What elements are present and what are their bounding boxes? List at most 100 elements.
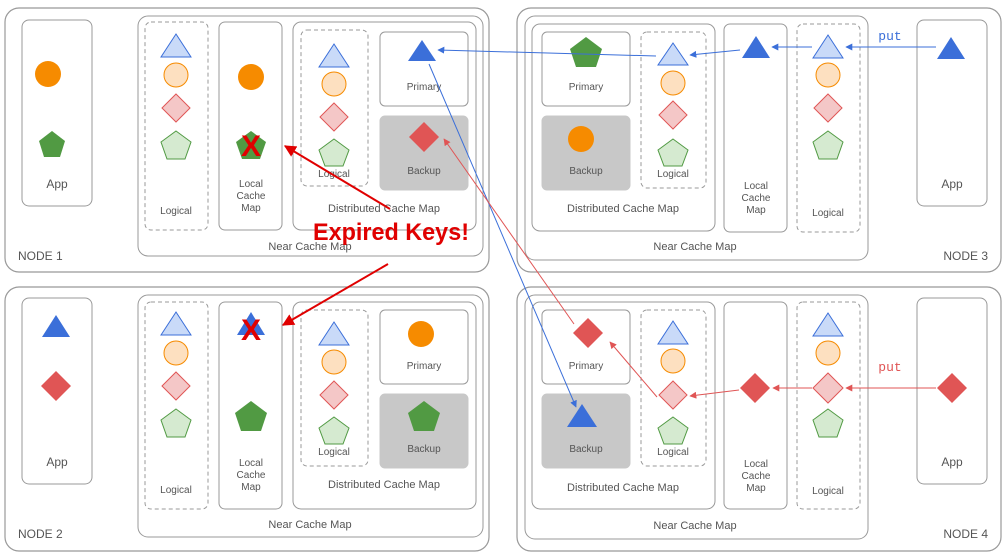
faded-diamond-icon (319, 380, 349, 410)
faded-pentagon-icon (318, 416, 350, 445)
logical-label: Logical (160, 206, 192, 217)
faded-pentagon-icon (160, 130, 192, 160)
blue-triangle-icon (408, 40, 436, 61)
faded-pentagon-icon (318, 138, 350, 167)
faded-circle-icon (321, 71, 347, 97)
app-label: App (941, 455, 963, 469)
faded-circle-icon (163, 340, 189, 366)
expired-x-mark: X (241, 314, 261, 347)
green-pentagon-icon (570, 37, 602, 67)
backup-label: Backup (407, 166, 441, 177)
near-cache-label: Near Cache Map (653, 520, 736, 532)
blue-triangle-icon (42, 315, 70, 337)
red-diamond-icon (573, 318, 603, 348)
blue-triangle-icon (937, 37, 965, 59)
app-label: App (941, 177, 963, 191)
node-label: NODE 1 (18, 249, 63, 263)
red-diamond-icon (740, 373, 770, 403)
logical-label: Logical (160, 485, 192, 496)
faded-pentagon-icon (160, 408, 192, 438)
logical-label: Logical (318, 447, 350, 458)
faded-diamond-icon (658, 100, 688, 130)
logical-label: Logical (812, 486, 844, 497)
node-label: NODE 3 (943, 249, 988, 263)
cache-label: Cache (237, 470, 266, 481)
node-1: NODE 1 App Near Cache Map Logical X Loca… (4, 7, 490, 273)
faded-triangle-icon (657, 42, 689, 66)
put-label: put (878, 29, 901, 44)
faded-triangle-icon (812, 312, 844, 337)
faded-diamond-icon (813, 93, 843, 123)
backup-label: Backup (569, 166, 603, 177)
put-flow-red (443, 138, 936, 399)
faded-triangle-icon (318, 43, 350, 68)
primary-label: Primary (569, 361, 603, 372)
logical-label: Logical (657, 447, 689, 458)
logical-label: Logical (812, 208, 844, 219)
faded-circle-icon (163, 62, 189, 88)
red-diamond-icon (409, 122, 439, 152)
faded-circle-icon (815, 340, 841, 366)
faded-pentagon-icon (812, 408, 844, 438)
faded-diamond-icon (161, 93, 191, 123)
faded-pentagon-icon (812, 130, 844, 160)
near-cache-label: Near Cache Map (268, 519, 351, 531)
primary-label: Primary (407, 82, 441, 93)
primary-label: Primary (407, 361, 441, 372)
green-pentagon-icon (39, 131, 65, 157)
green-pentagon-icon (408, 401, 440, 431)
green-pentagon-icon (235, 401, 267, 431)
faded-triangle-icon (160, 33, 192, 58)
local-label: Local (744, 181, 768, 192)
distributed-cache-label: Distributed Cache Map (567, 203, 679, 215)
backup-label: Backup (569, 444, 603, 455)
orange-circle-icon (568, 126, 594, 152)
red-diamond-icon (41, 371, 71, 401)
faded-triangle-icon (812, 34, 844, 59)
local-label: Local (744, 459, 768, 470)
faded-pentagon-icon (657, 416, 689, 445)
primary-label: Primary (569, 82, 603, 93)
faded-diamond-icon (161, 371, 191, 401)
faded-diamond-icon (812, 372, 844, 404)
map-label: Map (241, 482, 261, 493)
put-label: put (878, 360, 901, 375)
cache-label: Cache (742, 193, 771, 204)
orange-circle-icon (238, 64, 264, 90)
faded-triangle-icon (318, 321, 350, 346)
orange-circle-icon (408, 321, 434, 347)
distributed-cache-label: Distributed Cache Map (567, 482, 679, 494)
blue-triangle-icon (567, 404, 597, 427)
local-label: Local (239, 179, 263, 190)
logical-label: Logical (657, 169, 689, 180)
local-label: Local (239, 458, 263, 469)
cache-label: Cache (742, 471, 771, 482)
node-3: NODE 3 Near Cache Map Distributed Cache … (516, 7, 1002, 273)
app-label: App (46, 455, 68, 469)
cache-label: Cache (237, 191, 266, 202)
distributed-cache-label: Distributed Cache Map (328, 203, 440, 215)
map-label: Map (746, 205, 766, 216)
faded-pentagon-icon (657, 138, 689, 167)
green-pentagon-icon (236, 131, 266, 159)
node-label: NODE 2 (18, 527, 63, 541)
map-label: Map (241, 203, 261, 214)
faded-diamond-icon (319, 102, 349, 132)
near-cache-label: Near Cache Map (268, 241, 351, 253)
app-label: App (46, 177, 68, 191)
expired-x-mark: X (241, 130, 261, 163)
backup-label: Backup (407, 444, 441, 455)
map-label: Map (746, 483, 766, 494)
node-2: NODE 2 App Near Cache Map Logical X Loca… (4, 286, 490, 552)
node-label: NODE 4 (943, 527, 988, 541)
distributed-cache-label: Distributed Cache Map (328, 479, 440, 491)
expired-keys-text: Expired Keys! (313, 219, 469, 246)
red-diamond-icon (937, 373, 967, 403)
node-4: NODE 4 Near Cache Map Distributed Cache … (516, 286, 1002, 552)
put-flow-blue (428, 43, 936, 408)
faded-circle-icon (321, 349, 347, 375)
faded-triangle-icon (160, 311, 192, 336)
faded-triangle-icon (657, 320, 689, 345)
orange-circle-icon (35, 61, 61, 87)
